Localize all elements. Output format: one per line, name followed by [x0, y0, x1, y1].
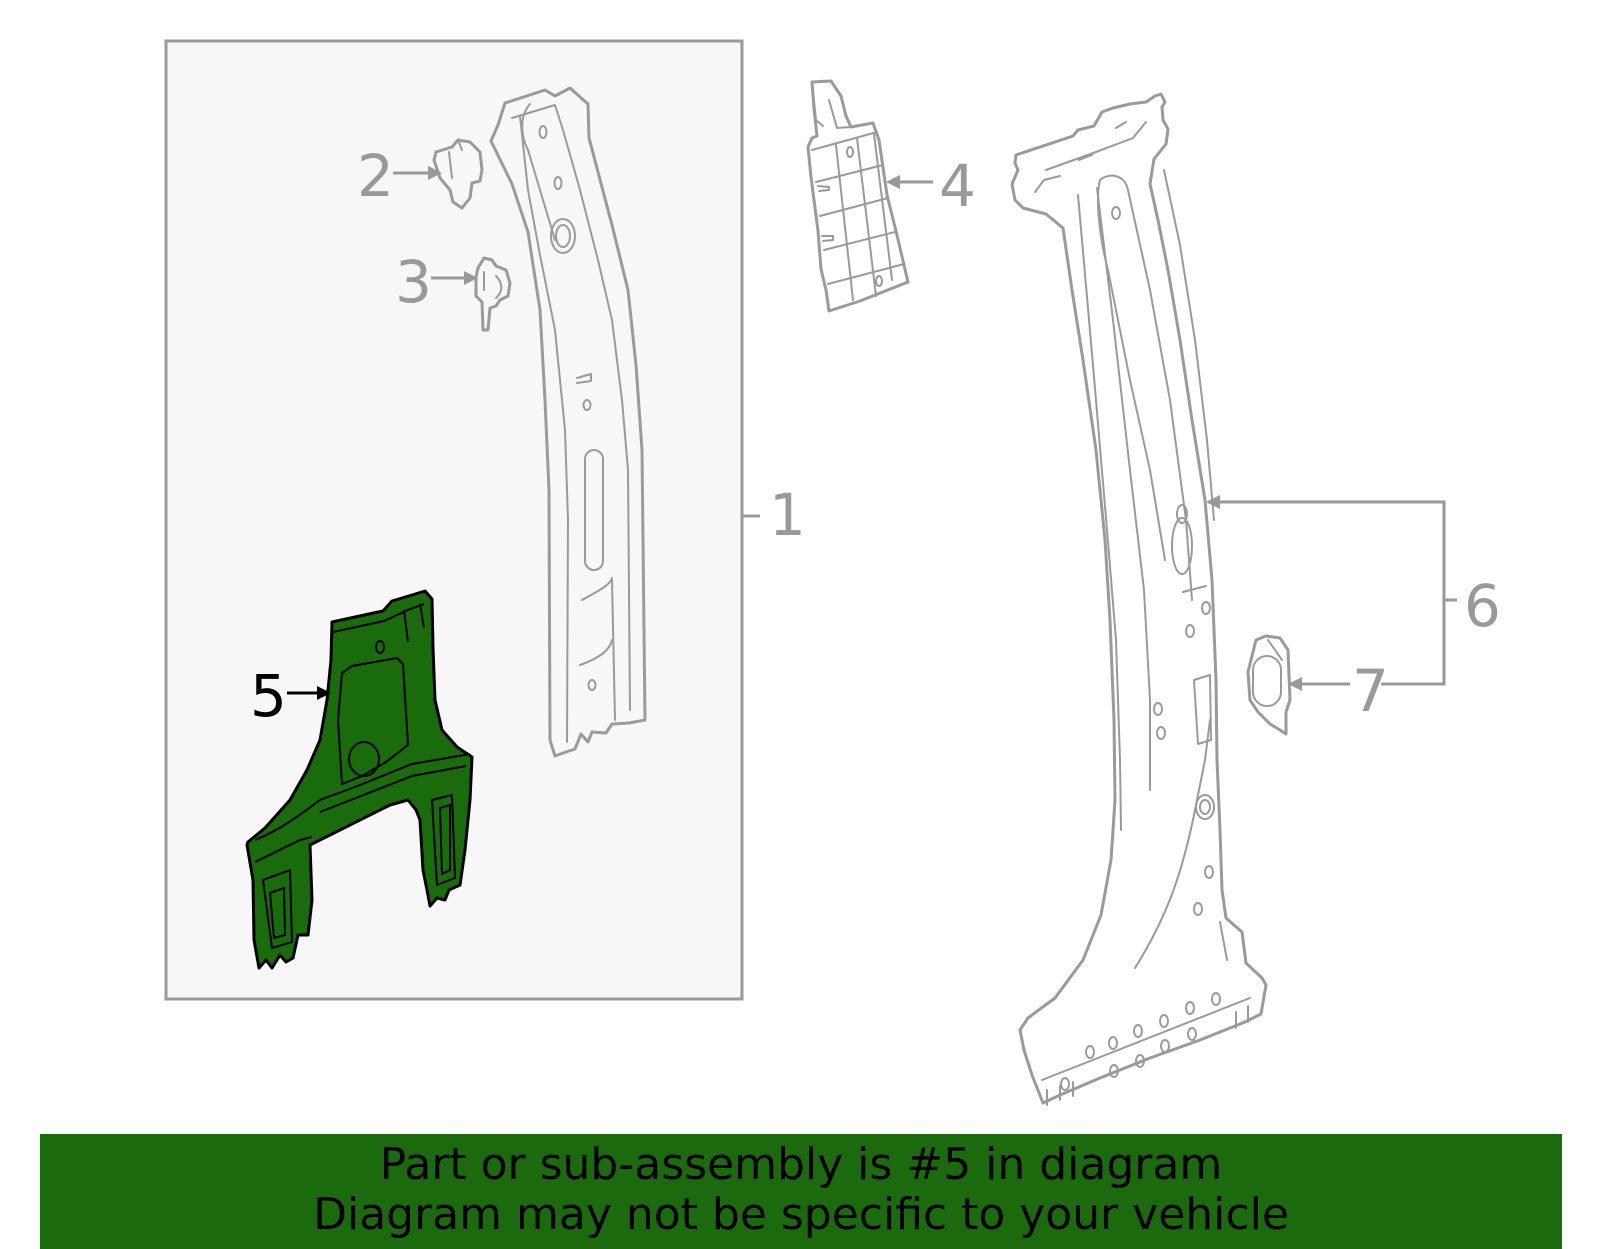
- outer-pillar-part[interactable]: [1010, 92, 1268, 1106]
- callout-3: 3: [395, 248, 432, 316]
- leader-lines: [287, 166, 1457, 700]
- callout-4: 4: [939, 152, 976, 220]
- banner-line-disclaimer: Diagram may not be specific to your vehi…: [313, 1189, 1289, 1240]
- highlighted-part-5[interactable]: [245, 589, 474, 970]
- bracket-part-2[interactable]: [432, 138, 484, 210]
- reinforcement-part-4[interactable]: [806, 79, 910, 313]
- pillar-holes-row: [1046, 992, 1249, 1106]
- banner-line-part: Part or sub-assembly is #5 in diagram: [379, 1139, 1223, 1190]
- callout-6: 6: [1464, 572, 1501, 640]
- bracket-part-7[interactable]: [1246, 634, 1292, 736]
- callout-5: 5: [250, 662, 287, 730]
- inner-pillar-part[interactable]: [489, 86, 647, 758]
- callout-1: 1: [769, 481, 806, 549]
- info-banner: Part or sub-assembly is #5 in diagram Di…: [40, 1134, 1562, 1249]
- callout-7: 7: [1352, 657, 1389, 725]
- callout-2: 2: [357, 142, 394, 210]
- clip-part-3[interactable]: [474, 256, 512, 332]
